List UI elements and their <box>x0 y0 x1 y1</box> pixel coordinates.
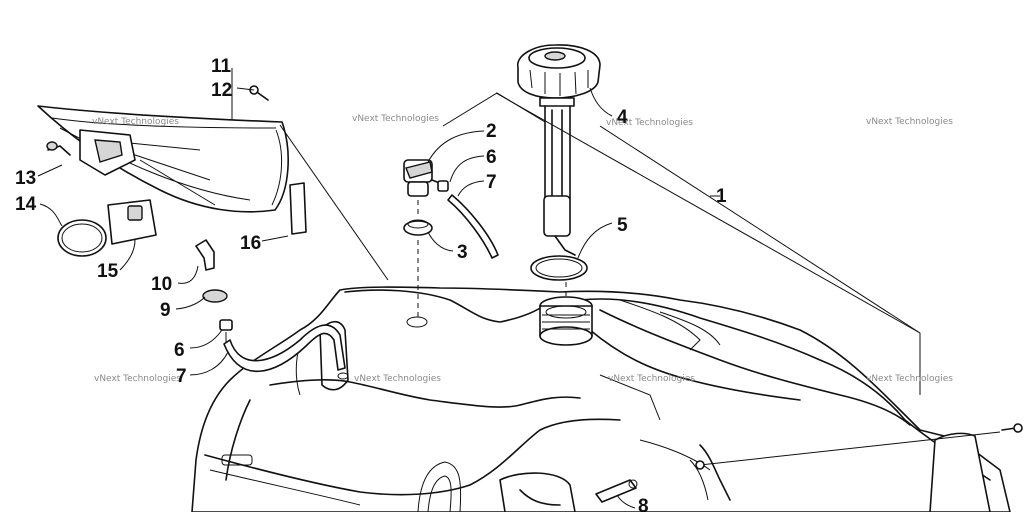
leader-lines <box>37 68 921 509</box>
fuel-cap-sender <box>517 44 601 256</box>
callout-5: 5 <box>617 215 628 236</box>
callout-1: 1 <box>716 186 727 207</box>
callout-12: 12 <box>211 80 232 101</box>
callout-2: 2 <box>486 121 497 142</box>
callout-6-right: 6 <box>486 147 497 168</box>
callout-7-left: 7 <box>176 366 187 387</box>
watermark-text: vNext Technologies <box>352 114 439 124</box>
watermark-text: vNext Technologies <box>92 117 179 127</box>
vent-valve-assembly <box>403 159 499 320</box>
callout-11: 11 <box>211 56 232 77</box>
right-side-panel <box>695 423 1023 513</box>
callout-13: 13 <box>15 168 36 189</box>
watermark-text: vNext Technologies <box>866 117 953 127</box>
callouts: 11 12 13 14 15 16 10 9 6 7 2 6 7 3 4 5 1… <box>15 56 727 516</box>
callout-7-right: 7 <box>486 172 497 193</box>
callout-6-left: 6 <box>174 340 185 361</box>
callout-9: 9 <box>160 300 171 321</box>
fuel-tank <box>191 286 1011 513</box>
watermark-text: vNext Technologies <box>608 374 695 384</box>
side-panel-assembly <box>37 85 307 257</box>
callout-16: 16 <box>240 233 261 254</box>
left-hose-assembly <box>195 239 346 373</box>
watermarks: vNext Technologies vNext Technologies vN… <box>92 114 953 384</box>
o-ring <box>530 255 588 281</box>
callout-10: 10 <box>151 274 172 295</box>
watermark-text: vNext Technologies <box>606 118 693 128</box>
callout-4: 4 <box>617 107 628 128</box>
callout-3: 3 <box>457 242 468 263</box>
callout-8: 8 <box>638 496 649 512</box>
watermark-text: vNext Technologies <box>866 374 953 384</box>
watermark-text: vNext Technologies <box>354 374 441 384</box>
watermark-text: vNext Technologies <box>94 374 181 384</box>
callout-14: 14 <box>15 194 37 215</box>
callout-15: 15 <box>97 261 119 282</box>
